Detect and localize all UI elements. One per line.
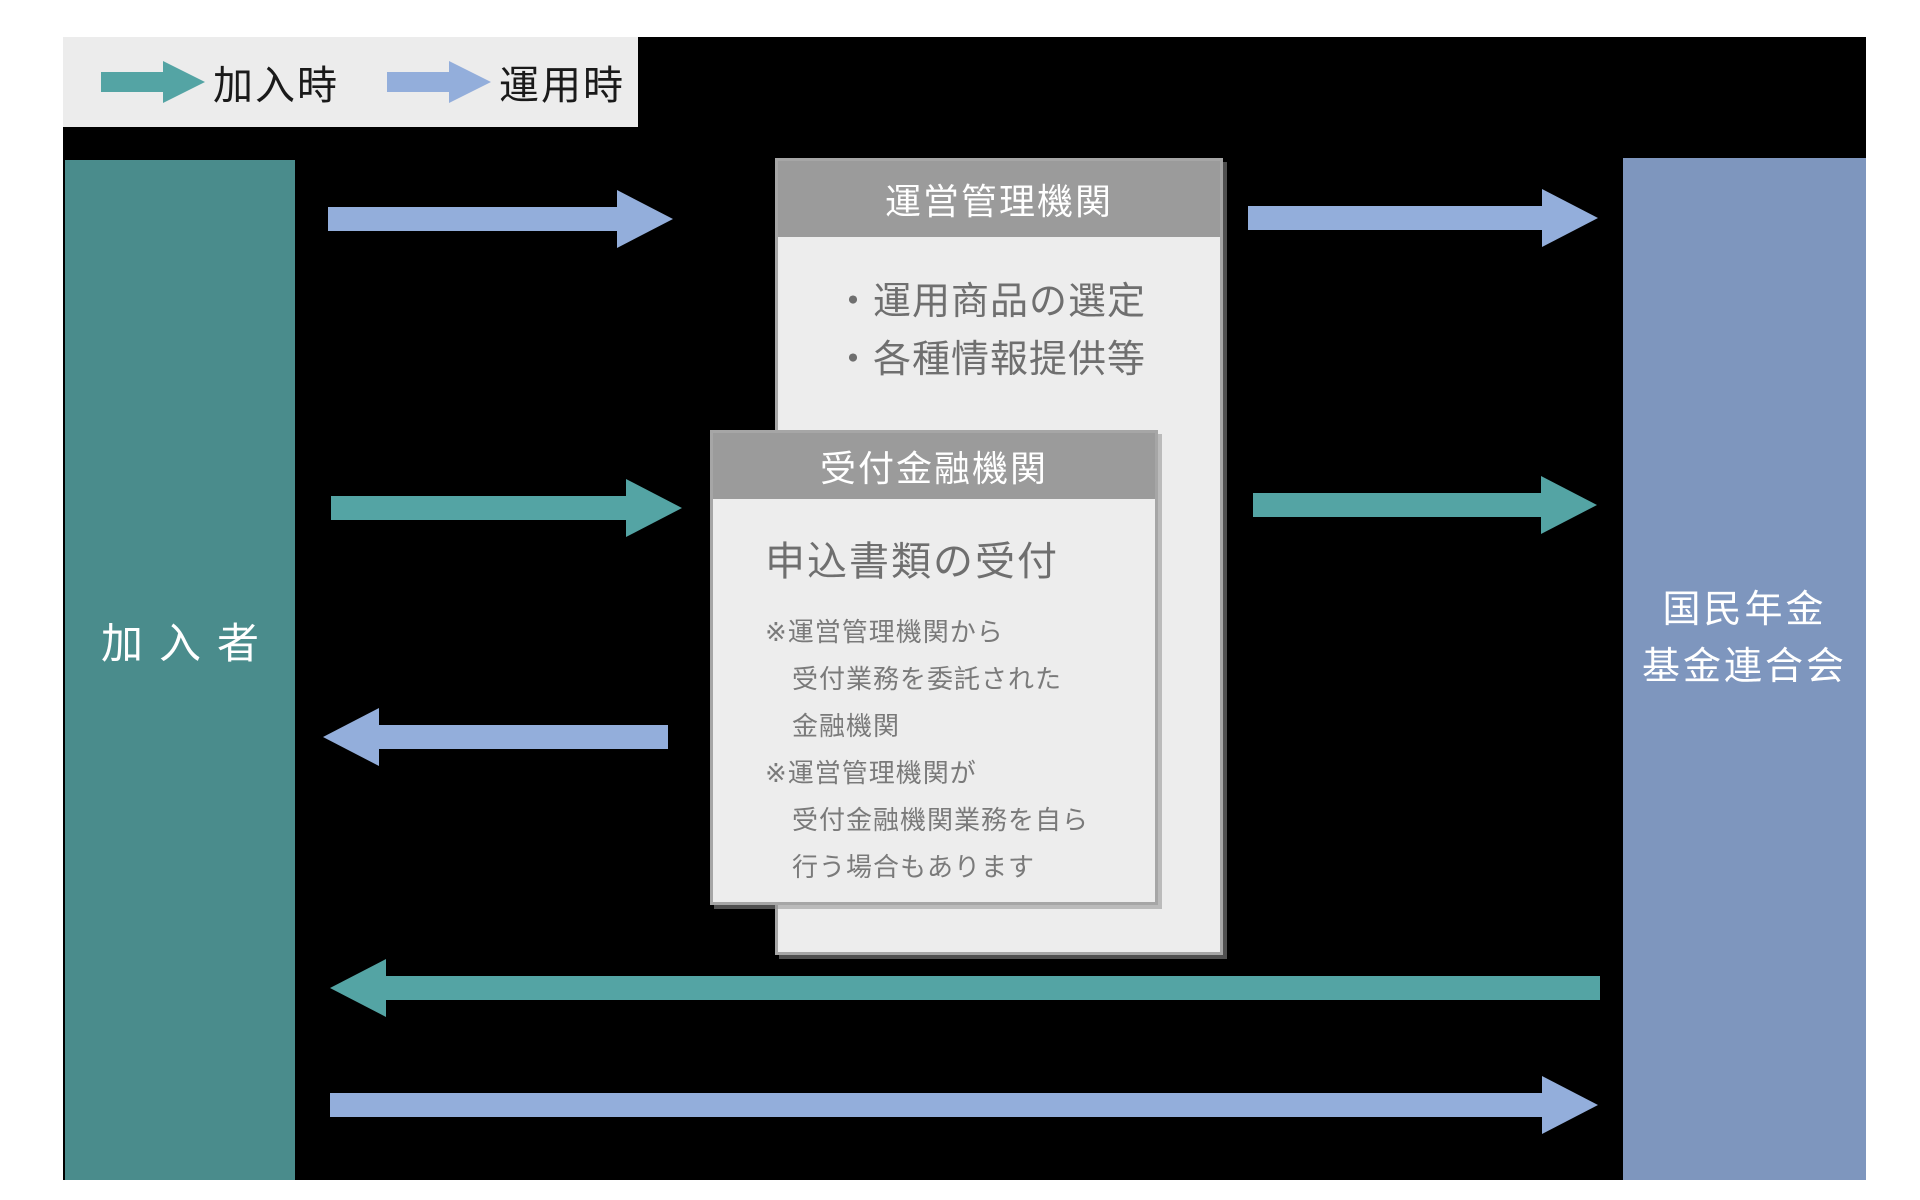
reception-heading: 申込書類の受付 [765, 540, 1059, 584]
arrow-shaft [387, 72, 450, 92]
reception-note-line: 行う場合もあります [792, 852, 1036, 882]
arrow-head [1542, 1076, 1598, 1134]
npfa-label-line2: 基金連合会 [1641, 646, 1847, 688]
arrow-shaft [330, 1093, 1543, 1117]
arrow-enrollment-npfa-to-participant [330, 959, 1600, 1017]
enrollment-arrow-icon [101, 61, 205, 103]
legend-item-enrollment: 加入時 [101, 53, 339, 111]
legend-item-operation: 運用時 [387, 53, 625, 111]
npfa-label: 国民年金 基金連合会 [1642, 582, 1847, 696]
arrow-head [626, 479, 682, 537]
arrow-enrollment-reception-to-npfa [1253, 476, 1597, 534]
reception-note-line: 金融機関 [792, 711, 901, 741]
arrow-head [1541, 476, 1597, 534]
reception-notes: ※運営管理機関から 受付業務を委託された 金融機関 ※運営管理機関が 受付金融機… [765, 609, 1145, 891]
participant-box: 加入者 [65, 160, 295, 1180]
arrow-enrollment-participant-to-reception [331, 479, 682, 537]
reception-note-line: ※運営管理機関から [765, 617, 1004, 647]
arrow-head [323, 708, 379, 766]
arrow-operation-admin-to-npfa [1248, 189, 1598, 247]
arrow-head [163, 61, 205, 103]
arrow-shaft [378, 725, 668, 749]
arrow-operation-participant-to-npfa [330, 1076, 1598, 1134]
arrow-head [330, 959, 386, 1017]
arrow-head [1542, 189, 1598, 247]
arrow-shaft [331, 496, 627, 520]
npfa-box: 国民年金 基金連合会 [1623, 158, 1866, 1180]
admin-bullet-item: ・運用商品の選定 [834, 281, 1147, 323]
operation-arrow-icon [387, 61, 491, 103]
npfa-label-line1: 国民年金 [1662, 589, 1827, 631]
admin-panel-header: 運営管理機関 [778, 161, 1220, 237]
legend-label-enrollment: 加入時 [213, 64, 339, 108]
arrow-shaft [385, 976, 1600, 1000]
legend-label-operation: 運用時 [499, 64, 625, 108]
reception-panel-header: 受付金融機関 [713, 433, 1155, 499]
arrow-shaft [1253, 493, 1542, 517]
arrow-shaft [1248, 206, 1543, 230]
arrow-head [617, 190, 673, 248]
arrow-operation-admin-to-participant [323, 708, 668, 766]
reception-note-line: 受付業務を委託された [792, 664, 1063, 694]
reception-note-line: ※運営管理機関が [765, 758, 977, 788]
arrow-shaft [101, 72, 164, 92]
reception-panel-body: 申込書類の受付 ※運営管理機関から 受付業務を委託された 金融機関 ※運営管理機… [713, 499, 1155, 891]
arrow-operation-participant-to-admin [328, 190, 673, 248]
admin-bullet-item: ・各種情報提供等 [834, 339, 1147, 381]
reception-note-line: 受付金融機関業務を自ら [792, 805, 1090, 835]
arrow-shaft [328, 207, 618, 231]
legend: 加入時 運用時 [63, 37, 638, 127]
admin-panel-body: ・運用商品の選定 ・各種情報提供等 [778, 237, 1220, 389]
reception-institution-panel: 受付金融機関 申込書類の受付 ※運営管理機関から 受付業務を委託された 金融機関… [710, 430, 1158, 905]
arrow-head [449, 61, 491, 103]
